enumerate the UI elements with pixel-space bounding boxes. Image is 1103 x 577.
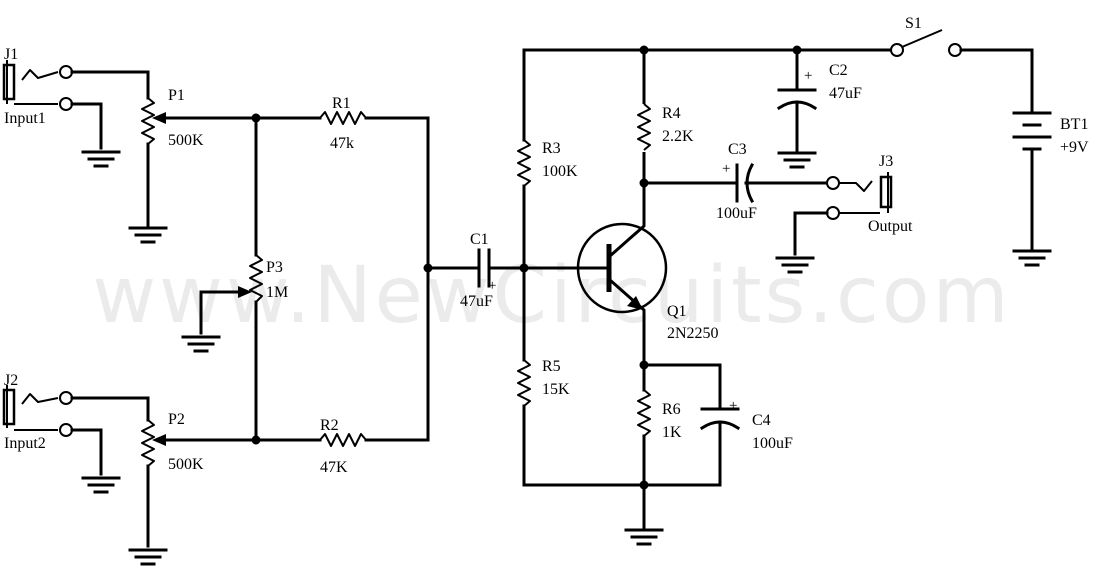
bt1-value: +9V [1060,139,1089,156]
c3-value: 100uF [716,205,757,222]
r2-value: 47K [320,459,348,476]
junction-dot [639,360,649,370]
q1-part: 2N2250 [667,325,719,342]
p2-value: 500K [168,456,204,473]
resistor-r3 [517,139,531,187]
p3-ref: P3 [266,259,283,276]
ground-c2 [777,151,817,169]
ground-battery [1012,249,1052,267]
capacitor-c1 [477,248,491,288]
resistor-r1 [319,111,367,125]
q1-ref: Q1 [667,303,687,320]
resistor-r5 [517,359,531,407]
junction-dot [639,480,649,490]
c2-plus: + [804,68,812,84]
p1-value: 500K [168,132,204,149]
r2-ref: R2 [320,417,339,434]
resistor-r2 [319,433,367,447]
resistor-r4 [632,103,656,152]
r1-ref: R1 [332,95,351,112]
switch-s1 [890,29,962,57]
potentiometer-p2 [141,419,258,548]
junction-dot [251,113,261,123]
r4-ref: R4 [662,105,681,122]
c1-value: 47uF [460,293,493,310]
junction-dot [519,263,529,273]
j3-ref: J3 [879,153,893,170]
watermark: www.NewCircuits.com [92,251,1011,341]
s1-ref: S1 [905,15,922,32]
j1-label: Input1 [4,110,46,127]
j2-label: Input2 [4,435,46,452]
battery-bt1 [1012,111,1052,151]
c1-ref: C1 [470,231,489,248]
ground-j2 [81,476,121,494]
c4-value: 100uF [752,435,793,452]
r3-value: 100K [542,163,578,180]
j3-label: Output [868,218,913,235]
junction-dot [251,435,261,445]
ground-p2 [128,548,168,566]
potentiometer-p1 [141,97,258,227]
c1-plus: + [488,278,496,294]
jack-j1 [2,60,73,111]
jack-j2 [2,385,73,437]
j2-ref: J2 [4,372,18,389]
p1-ref: P1 [168,87,185,104]
r1-value: 47k [330,135,354,152]
c3-plus: + [722,161,730,177]
r4-value: 2.2K [662,128,694,145]
p2-ref: P2 [168,411,185,428]
r5-ref: R5 [542,358,561,375]
j1-ref: J1 [4,46,18,63]
r6-ref: R6 [662,401,681,418]
ground-main [624,528,664,546]
c4-ref: C4 [752,412,771,429]
resistor-r6 [637,389,651,437]
junction-dot [792,45,802,55]
junction-dot [639,178,649,188]
potentiometer-p3 [199,254,263,335]
junction-dot [423,263,433,273]
ground-j1 [81,150,121,168]
r5-value: 15K [542,381,570,398]
ground-p1 [128,226,168,244]
c2-ref: C2 [829,62,848,79]
r3-ref: R3 [542,140,561,157]
c3-ref: C3 [728,141,747,158]
bt1-ref: BT1 [1060,116,1088,133]
c4-plus: + [729,398,737,414]
p3-value: 1M [266,284,288,301]
junction-dot [639,45,649,55]
c2-value: 47uF [829,85,862,102]
jack-j3 [826,172,893,220]
r6-value: 1K [662,424,682,441]
